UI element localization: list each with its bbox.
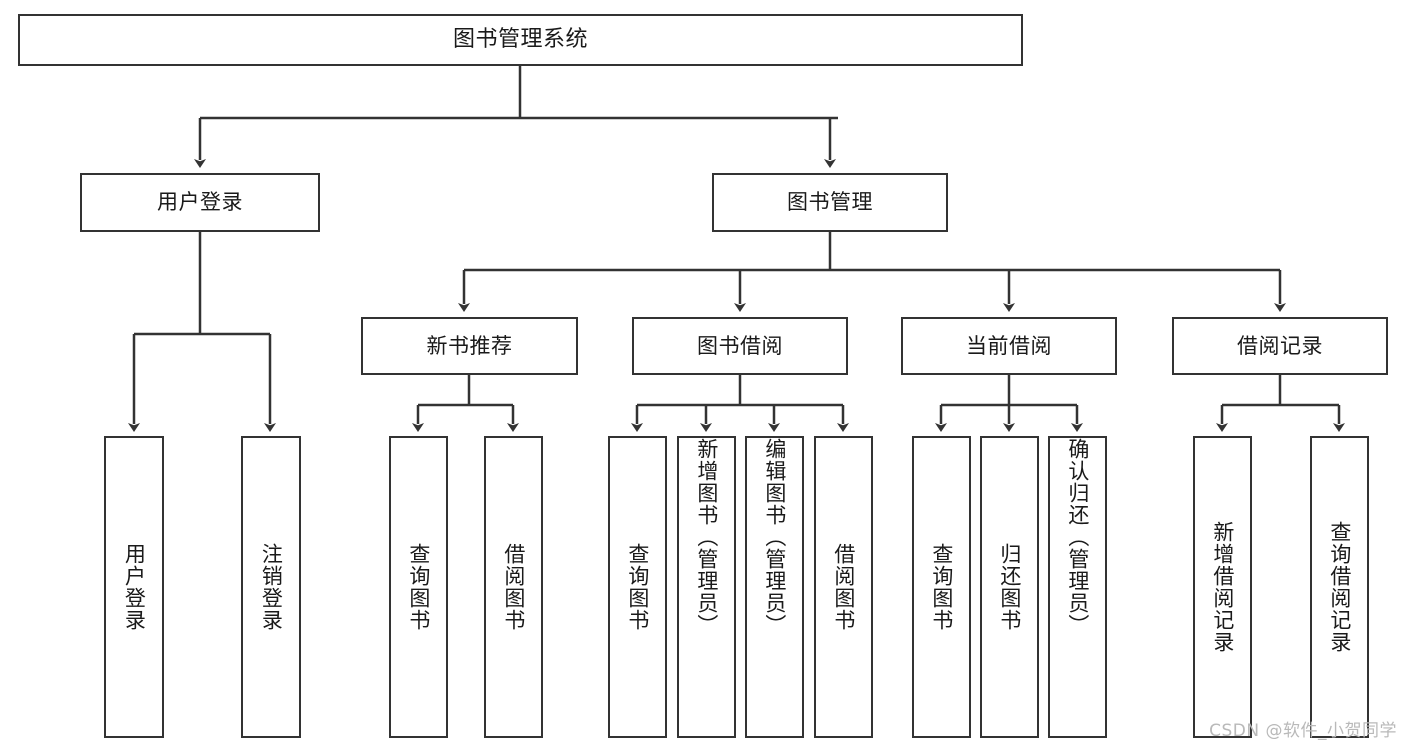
leaf-new-book-query-books[interactable]: 查询图书 — [389, 436, 448, 738]
node-label: 新增图书（管理员） — [694, 438, 719, 636]
leaf-logout[interactable]: 注销登录 — [241, 436, 301, 738]
node-book-management[interactable]: 图书管理 — [712, 173, 948, 232]
node-root-library-management-system[interactable]: 图书管理系统 — [18, 14, 1023, 66]
leaf-current-confirm-return-admin[interactable]: 确认归还（管理员） — [1048, 436, 1107, 738]
node-label: 查询图书 — [625, 543, 650, 631]
node-label: 图书借阅 — [697, 333, 783, 358]
leaf-current-return-books[interactable]: 归还图书 — [980, 436, 1039, 738]
node-label: 用户登录 — [157, 190, 243, 214]
node-label: 注销登录 — [259, 543, 284, 631]
watermark: CSDN @软件_小贺同学 — [1209, 721, 1397, 741]
node-label: 借阅记录 — [1237, 333, 1323, 358]
node-label: 确认归还（管理员） — [1065, 438, 1090, 636]
node-borrowing-record[interactable]: 借阅记录 — [1172, 317, 1388, 375]
node-label: 新书推荐 — [426, 333, 513, 358]
leaf-record-query-borrow-record[interactable]: 查询借阅记录 — [1310, 436, 1369, 738]
leaf-new-book-borrow-books[interactable]: 借阅图书 — [484, 436, 543, 738]
node-label: 查询借阅记录 — [1327, 521, 1352, 653]
leaf-record-add-borrow-record[interactable]: 新增借阅记录 — [1193, 436, 1252, 738]
node-label: 当前借阅 — [966, 333, 1052, 358]
node-label: 查询图书 — [406, 543, 431, 631]
node-label: 借阅图书 — [501, 543, 526, 631]
node-user-login[interactable]: 用户登录 — [80, 173, 320, 232]
node-label: 用户登录 — [122, 543, 147, 631]
node-label: 编辑图书（管理员） — [762, 438, 787, 636]
node-label: 归还图书 — [997, 543, 1022, 631]
node-book-borrowing[interactable]: 图书借阅 — [632, 317, 848, 375]
node-label: 查询图书 — [929, 543, 954, 631]
leaf-borrow-add-book-admin[interactable]: 新增图书（管理员） — [677, 436, 736, 738]
leaf-current-query-books[interactable]: 查询图书 — [912, 436, 971, 738]
node-label: 新增借阅记录 — [1210, 521, 1235, 653]
leaf-borrow-query-books[interactable]: 查询图书 — [608, 436, 667, 738]
node-label: 借阅图书 — [831, 543, 856, 631]
node-current-borrowing[interactable]: 当前借阅 — [901, 317, 1117, 375]
leaf-user-login[interactable]: 用户登录 — [104, 436, 164, 738]
node-label: 图书管理 — [787, 190, 873, 214]
node-label: 图书管理系统 — [452, 27, 588, 52]
leaf-borrow-edit-book-admin[interactable]: 编辑图书（管理员） — [745, 436, 804, 738]
node-new-book-recommendation[interactable]: 新书推荐 — [361, 317, 578, 375]
leaf-borrow-borrow-books[interactable]: 借阅图书 — [814, 436, 873, 738]
